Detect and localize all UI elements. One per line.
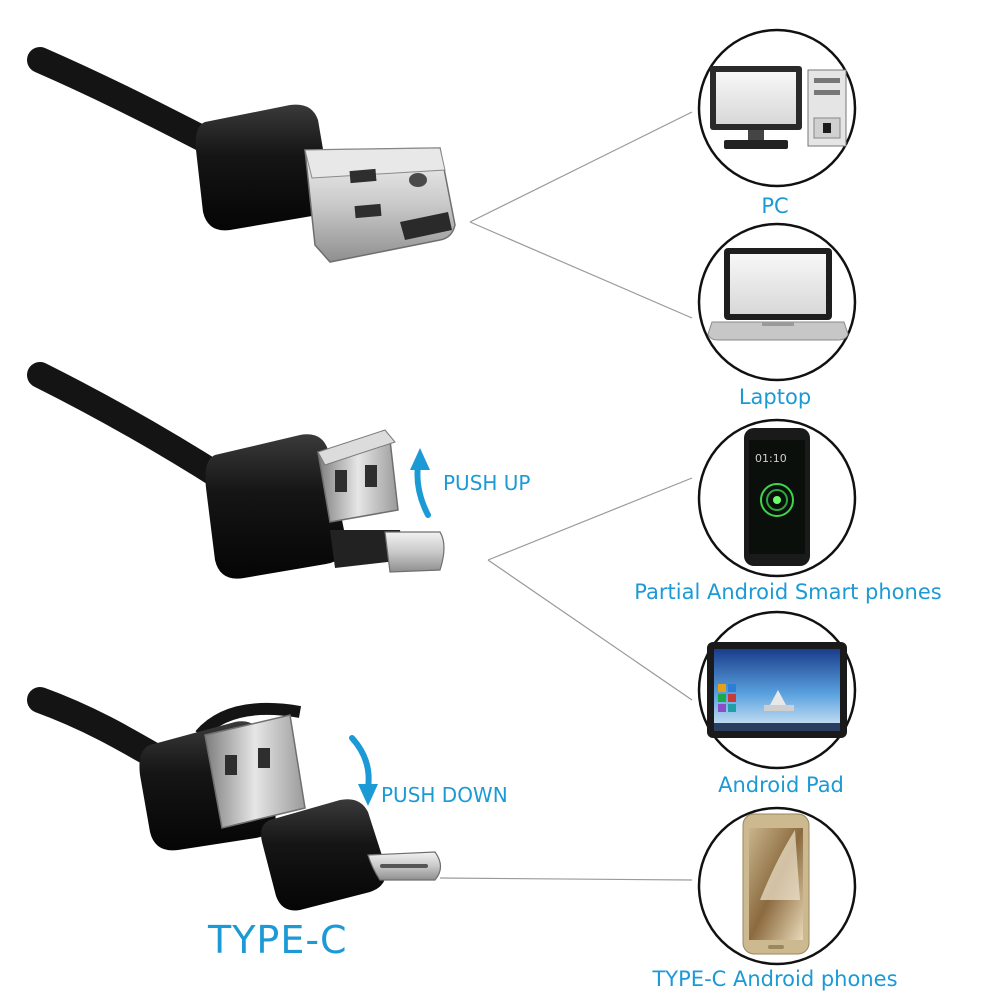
link-laptop: [469, 221, 693, 319]
flip-usb-a-shell: [204, 714, 306, 829]
device-label-pc: PC: [761, 194, 789, 218]
push-down-arrow: [349, 735, 372, 791]
push-up-label: PUSH UP: [443, 471, 531, 495]
gold-phone-icon: [742, 813, 810, 955]
laptop-icon: [707, 248, 849, 341]
micro-usb-connector: [27, 362, 445, 579]
plug-body: [195, 104, 331, 231]
adapter-body: [261, 799, 386, 911]
cable: [27, 362, 238, 493]
phone-device: 01:10: [697, 418, 857, 578]
link-phone: [487, 477, 693, 561]
device-label-pad: Android Pad: [718, 773, 844, 797]
device-label-laptop: Laptop: [738, 385, 812, 409]
link-type-c-phone: [439, 877, 693, 881]
link-pad: [487, 559, 693, 701]
type-c-phone-device: [697, 806, 857, 966]
push-up-arrow: [414, 462, 431, 518]
type-c-connector: [27, 687, 442, 911]
link-pc: [469, 111, 693, 223]
push-down-label: PUSH DOWN: [381, 783, 508, 807]
tablet-icon: [707, 642, 847, 738]
micro-usb-tip: [384, 531, 445, 573]
pad-device: [697, 610, 857, 770]
type-c-caption: TYPE-C: [208, 918, 348, 962]
laptop-device: [697, 222, 857, 382]
usb-a-connector: [27, 47, 456, 263]
plug-body: [205, 434, 346, 579]
pc-device: [697, 28, 857, 188]
tether: [195, 702, 302, 740]
phone-icon: 01:10: [744, 428, 810, 566]
device-label-type-c-phone: TYPE-C Android phones: [652, 967, 898, 991]
svg-text:01:10: 01:10: [755, 452, 787, 465]
device-label-phone: Partial Android Smart phones: [634, 580, 942, 604]
pc-icon: [710, 66, 847, 149]
